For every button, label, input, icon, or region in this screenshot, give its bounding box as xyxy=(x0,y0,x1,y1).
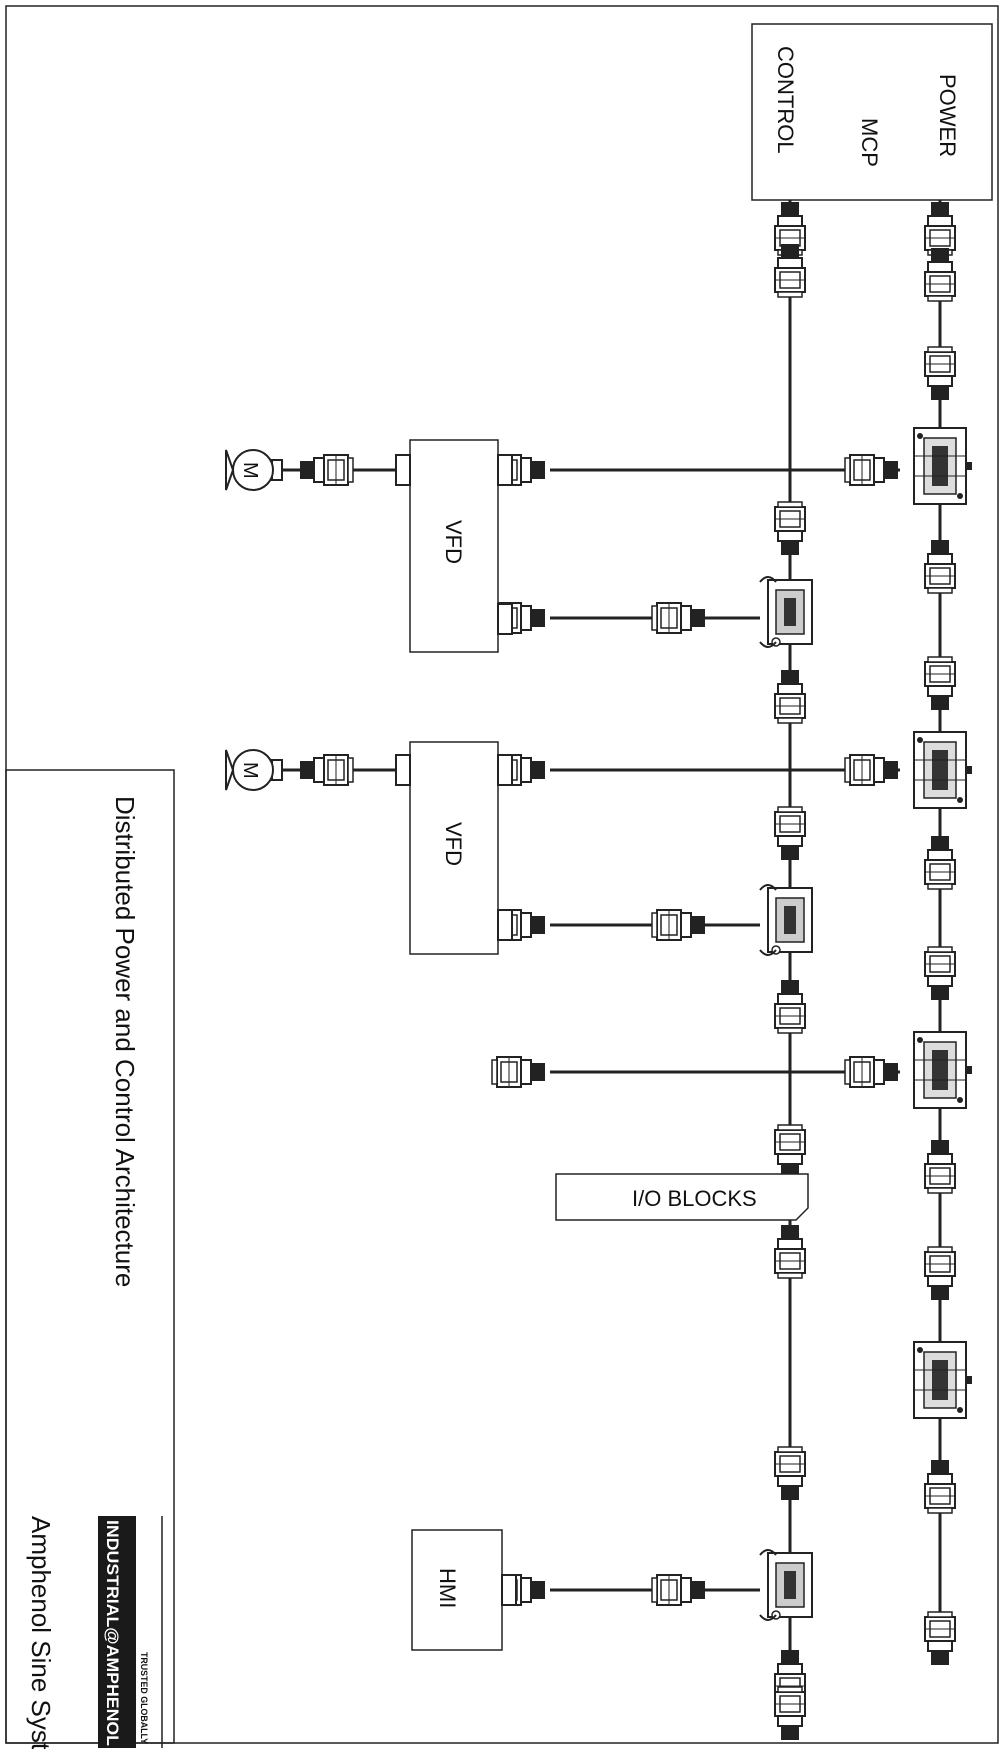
power-tee-4 xyxy=(913,1341,973,1419)
company-name: Amphenol Sine Systems xyxy=(26,1516,56,1749)
vfd-2: VFD xyxy=(395,741,513,955)
motor-1: M xyxy=(225,449,283,491)
motor-2-label: M xyxy=(239,762,261,779)
industrial-amphenol-logo: INDUSTRIAL@AMPHENOL TRUSTED GLOBALLY xyxy=(98,1516,163,1748)
control-junction-1 xyxy=(759,576,813,648)
power-tee-1 xyxy=(913,427,973,505)
io-blocks: I/O BLOCKS xyxy=(555,1173,809,1221)
hmi-label: HMI xyxy=(435,1568,460,1608)
mcp-cabinet: POWER MCP CONTROL xyxy=(751,23,993,201)
vfd-2-label: VFD xyxy=(441,822,466,866)
power-tee-2 xyxy=(913,731,973,809)
vfd-1-label: VFD xyxy=(441,520,466,564)
vfd-1: VFD xyxy=(395,439,513,653)
logo-main-text: INDUSTRIAL@AMPHENOL xyxy=(103,1520,122,1746)
outer-frame xyxy=(5,5,999,1744)
control-junction-3 xyxy=(759,1549,813,1621)
motor-2: M xyxy=(225,749,283,791)
mcp-power-label: POWER xyxy=(935,74,960,157)
mcp-control-label: CONTROL xyxy=(773,46,798,154)
power-tee-3 xyxy=(913,1031,973,1109)
diagram-title: Distributed Power and Control Architectu… xyxy=(110,796,140,1287)
io-blocks-label: I/O BLOCKS xyxy=(632,1186,757,1211)
mcp-label: MCP xyxy=(857,118,882,167)
motor-1-label: M xyxy=(239,462,261,479)
hmi: HMI xyxy=(411,1529,517,1651)
logo-tagline: TRUSTED GLOBALLY xyxy=(139,1652,149,1744)
control-junction-2 xyxy=(759,884,813,956)
title-block xyxy=(5,769,175,1744)
